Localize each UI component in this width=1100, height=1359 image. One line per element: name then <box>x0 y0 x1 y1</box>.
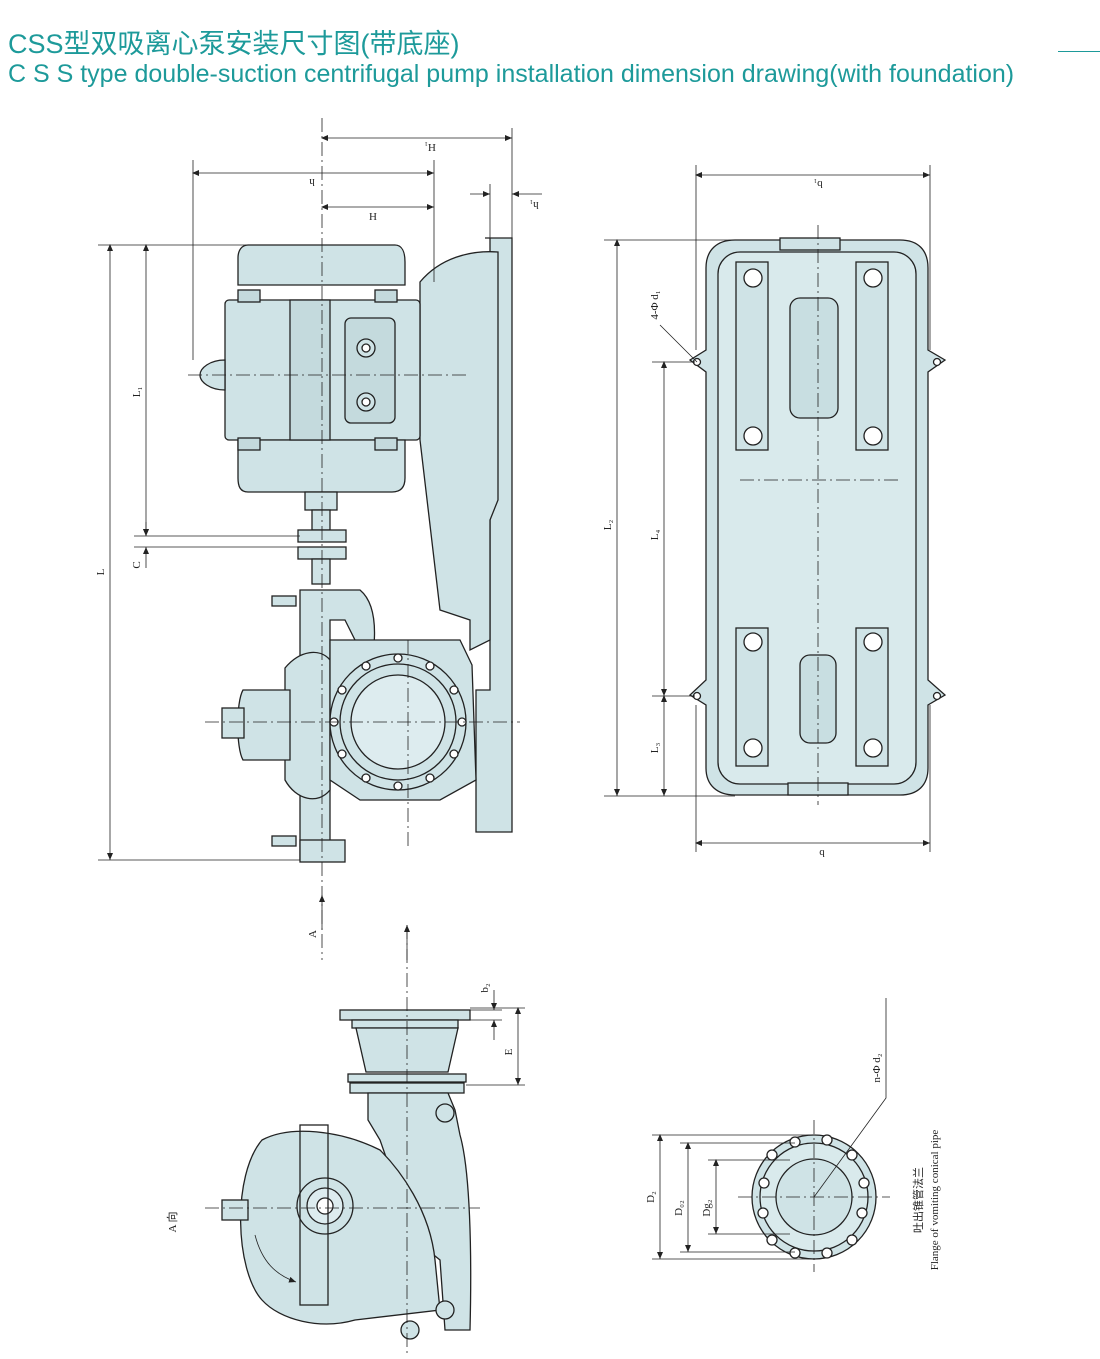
label-A: A <box>307 930 319 938</box>
side-view <box>199 237 513 863</box>
label-D2: D₂ <box>645 1191 657 1203</box>
side-view-labels: H₁ h H h₁ L₁ C L A <box>95 141 539 938</box>
label-4d1: 4-Φ d₁ <box>649 290 661 319</box>
label-n-d2: n-Φ d₂ <box>871 1053 883 1082</box>
label-L4: L₄ <box>649 530 661 541</box>
flange-view-labels: n-Φ d₂ D₂ D₀₂ Dg₂ 吐出锥管法兰 Flange of vomit… <box>645 1053 941 1270</box>
label-L2: L₂ <box>602 520 614 531</box>
flange-view-dims <box>652 998 890 1272</box>
label-H: H <box>369 211 377 223</box>
label-L: L <box>95 568 107 575</box>
flange-caption-cn: 吐出锥管法兰 <box>911 1167 925 1233</box>
page-subtitle: C S S type double-suction centrifugal pu… <box>8 60 1015 88</box>
label-b: b <box>819 847 825 859</box>
page-title: CSS型双吸离心泵安装尺寸图(带底座) <box>8 29 460 59</box>
corner-rule <box>1058 51 1100 52</box>
label-b2: b₂ <box>479 983 491 993</box>
a-view-dims <box>205 925 525 1355</box>
side-view-dims <box>98 118 542 960</box>
label-Dg2: Dg₂ <box>701 1199 713 1216</box>
label-E: E <box>503 1048 515 1055</box>
outlet-flange <box>339 1009 471 1021</box>
label-a-direction: A 向 <box>165 1211 179 1232</box>
label-L3: L₃ <box>649 743 661 754</box>
top-view-dims <box>604 165 931 852</box>
motor-body <box>237 244 406 286</box>
flange-caption-en: Flange of vomiting conical pipe <box>929 1130 941 1271</box>
top-view-labels: b₁ b 4-Φ d₁ L₂ L₄ L₃ <box>602 178 825 859</box>
a-direction-view <box>221 1009 472 1340</box>
coupling-upper <box>304 491 338 511</box>
label-H1: H₁ <box>424 141 436 153</box>
motor-bracket <box>419 251 499 652</box>
label-D02: D₀₂ <box>673 1200 685 1216</box>
label-h: h <box>309 176 315 188</box>
a-view-labels: b₂ E A 向 <box>165 983 515 1232</box>
label-b1: b₁ <box>813 178 823 190</box>
label-C: C <box>131 561 143 568</box>
label-L1: L₁ <box>131 387 143 398</box>
label-h1: h₁ <box>529 199 539 211</box>
top-view <box>688 237 947 796</box>
